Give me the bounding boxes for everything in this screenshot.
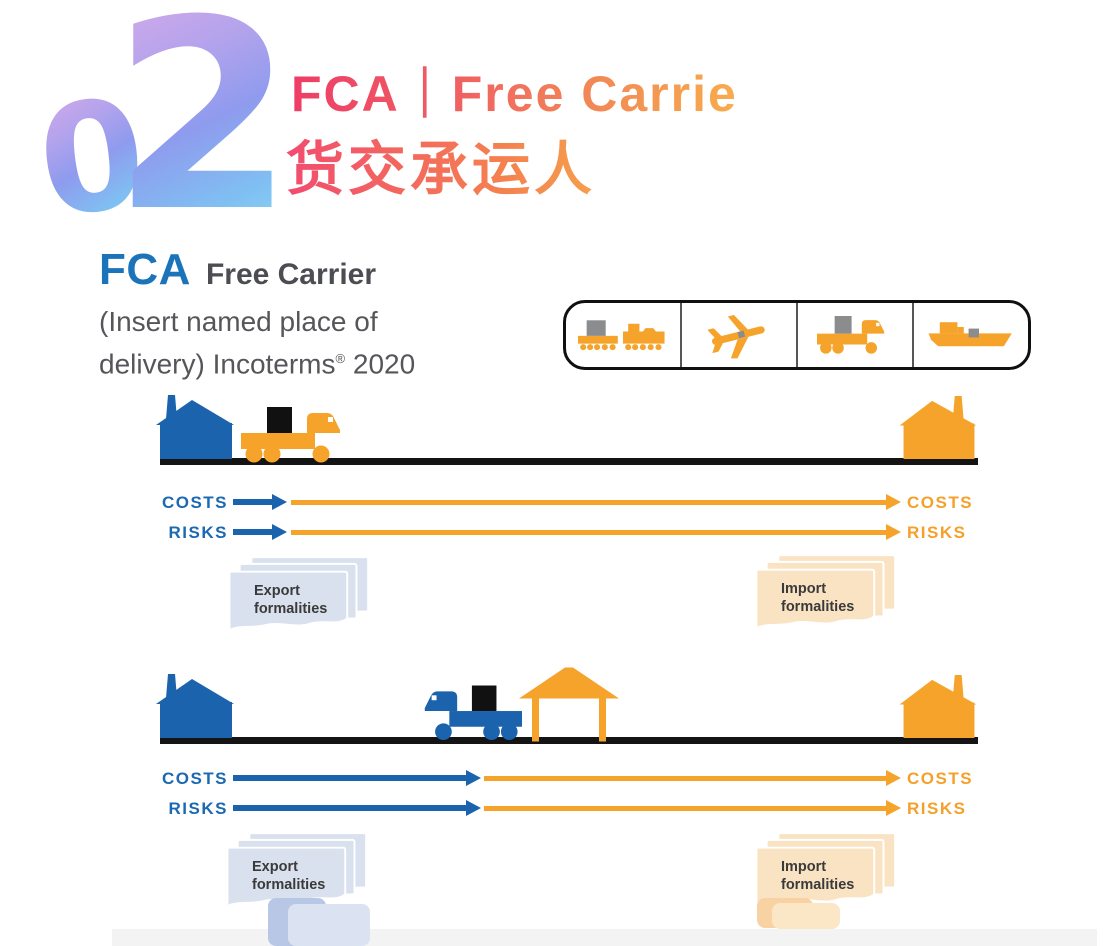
term-subtitle-line2: delivery) Incoterms® 2020 [99,348,416,380]
document-stack-icon [228,556,370,632]
registered-mark: ® [335,351,346,366]
export-formalities-docs-top: Export formalities [228,556,378,640]
export-formalities-line2: formalities [254,601,328,618]
next-section-divider [112,929,1097,946]
risks-seller-segment-bottom [233,805,466,811]
buyer-warehouse-icon-bottom [899,674,977,738]
costs-seller-segment-top [233,499,273,505]
export-formalities-line1: Export [252,859,298,875]
costs-buyer-arrowhead-bottom [886,770,901,786]
risks-label-buyer-top: RISKS [907,523,967,542]
risks-transfer-arrowhead-bottom [466,800,481,816]
ground-line-top [160,458,978,465]
sea-icon [928,322,1012,347]
balloon-digit-2: 2 [112,0,294,248]
import-formalities-line1: Import [781,859,827,875]
section-title-english: FCA｜Free Carrie [291,54,738,126]
term-subtitle-line1: (Insert named place of [99,306,378,337]
mode-cell-air [680,303,796,367]
costs-buyer-segment-bottom [484,776,886,781]
risks-label-seller-bottom: RISKS [168,799,228,818]
risks-buyer-segment-top [291,530,886,535]
term-name: Free Carrier [205,258,377,291]
rail-icon [578,320,665,351]
document-stack-icon [226,832,368,908]
document-stack-icon [755,832,897,908]
mode-cell-road [796,303,912,367]
term-subtitle: (Insert named place of delivery) Incoter… [99,303,415,382]
risks-buyer-segment-bottom [484,806,886,811]
import-formalities-docs-bottom: Import formalities [755,832,905,916]
risks-buyer-arrowhead-top [886,524,901,540]
costs-label-seller-top: COSTS [161,493,228,512]
import-formalities-line1: Import [781,581,827,597]
risks-label-buyer-bottom: RISKS [907,799,967,818]
seller-factory-icon-top [156,395,234,459]
export-formalities-line2: formalities [252,877,326,894]
air-icon [708,314,765,359]
seller-factory-icon-bottom [156,674,234,738]
costs-transfer-arrowhead-bottom [466,770,481,786]
mode-cell-sea [912,303,1028,367]
risks-buyer-arrowhead-bottom [886,800,901,816]
risks-seller-segment-top [233,529,273,535]
seller-truck-icon-bottom [424,685,522,741]
cutoff-export-doc-shape [288,904,370,946]
carrier-truck-icon-top [241,407,340,463]
risks-transfer-arrowhead-top [272,524,287,540]
cutoff-import-doc-shape [772,903,840,929]
costs-label-buyer-bottom: COSTS [907,769,974,788]
risks-label-seller-top: RISKS [168,523,228,542]
costs-label-seller-bottom: COSTS [161,769,228,788]
buyer-warehouse-icon-top [899,395,977,459]
ground-line-bottom [160,737,978,744]
mode-cell-rail [566,303,680,367]
costs-buyer-arrowhead-top [886,494,901,510]
costs-label-buyer-top: COSTS [907,493,974,512]
road-icon [817,316,885,354]
document-stack-icon [755,554,897,630]
import-formalities-line2: formalities [781,599,855,616]
carrier-terminal-canopy-icon [519,667,619,742]
term-code: FCA [99,245,191,294]
import-formalities-docs-top: Import formalities [755,554,905,638]
transport-modes-box [563,300,1031,370]
import-formalities-line2: formalities [781,877,855,894]
costs-seller-segment-bottom [233,775,466,781]
export-formalities-docs-bottom: Export formalities [226,832,376,916]
costs-transfer-arrowhead-top [272,494,287,510]
export-formalities-line1: Export [254,583,300,599]
costs-buyer-segment-top [291,500,886,505]
term-heading: FCA Free Carrier [99,245,376,295]
section-title-chinese: 货交承运人 [286,122,596,206]
